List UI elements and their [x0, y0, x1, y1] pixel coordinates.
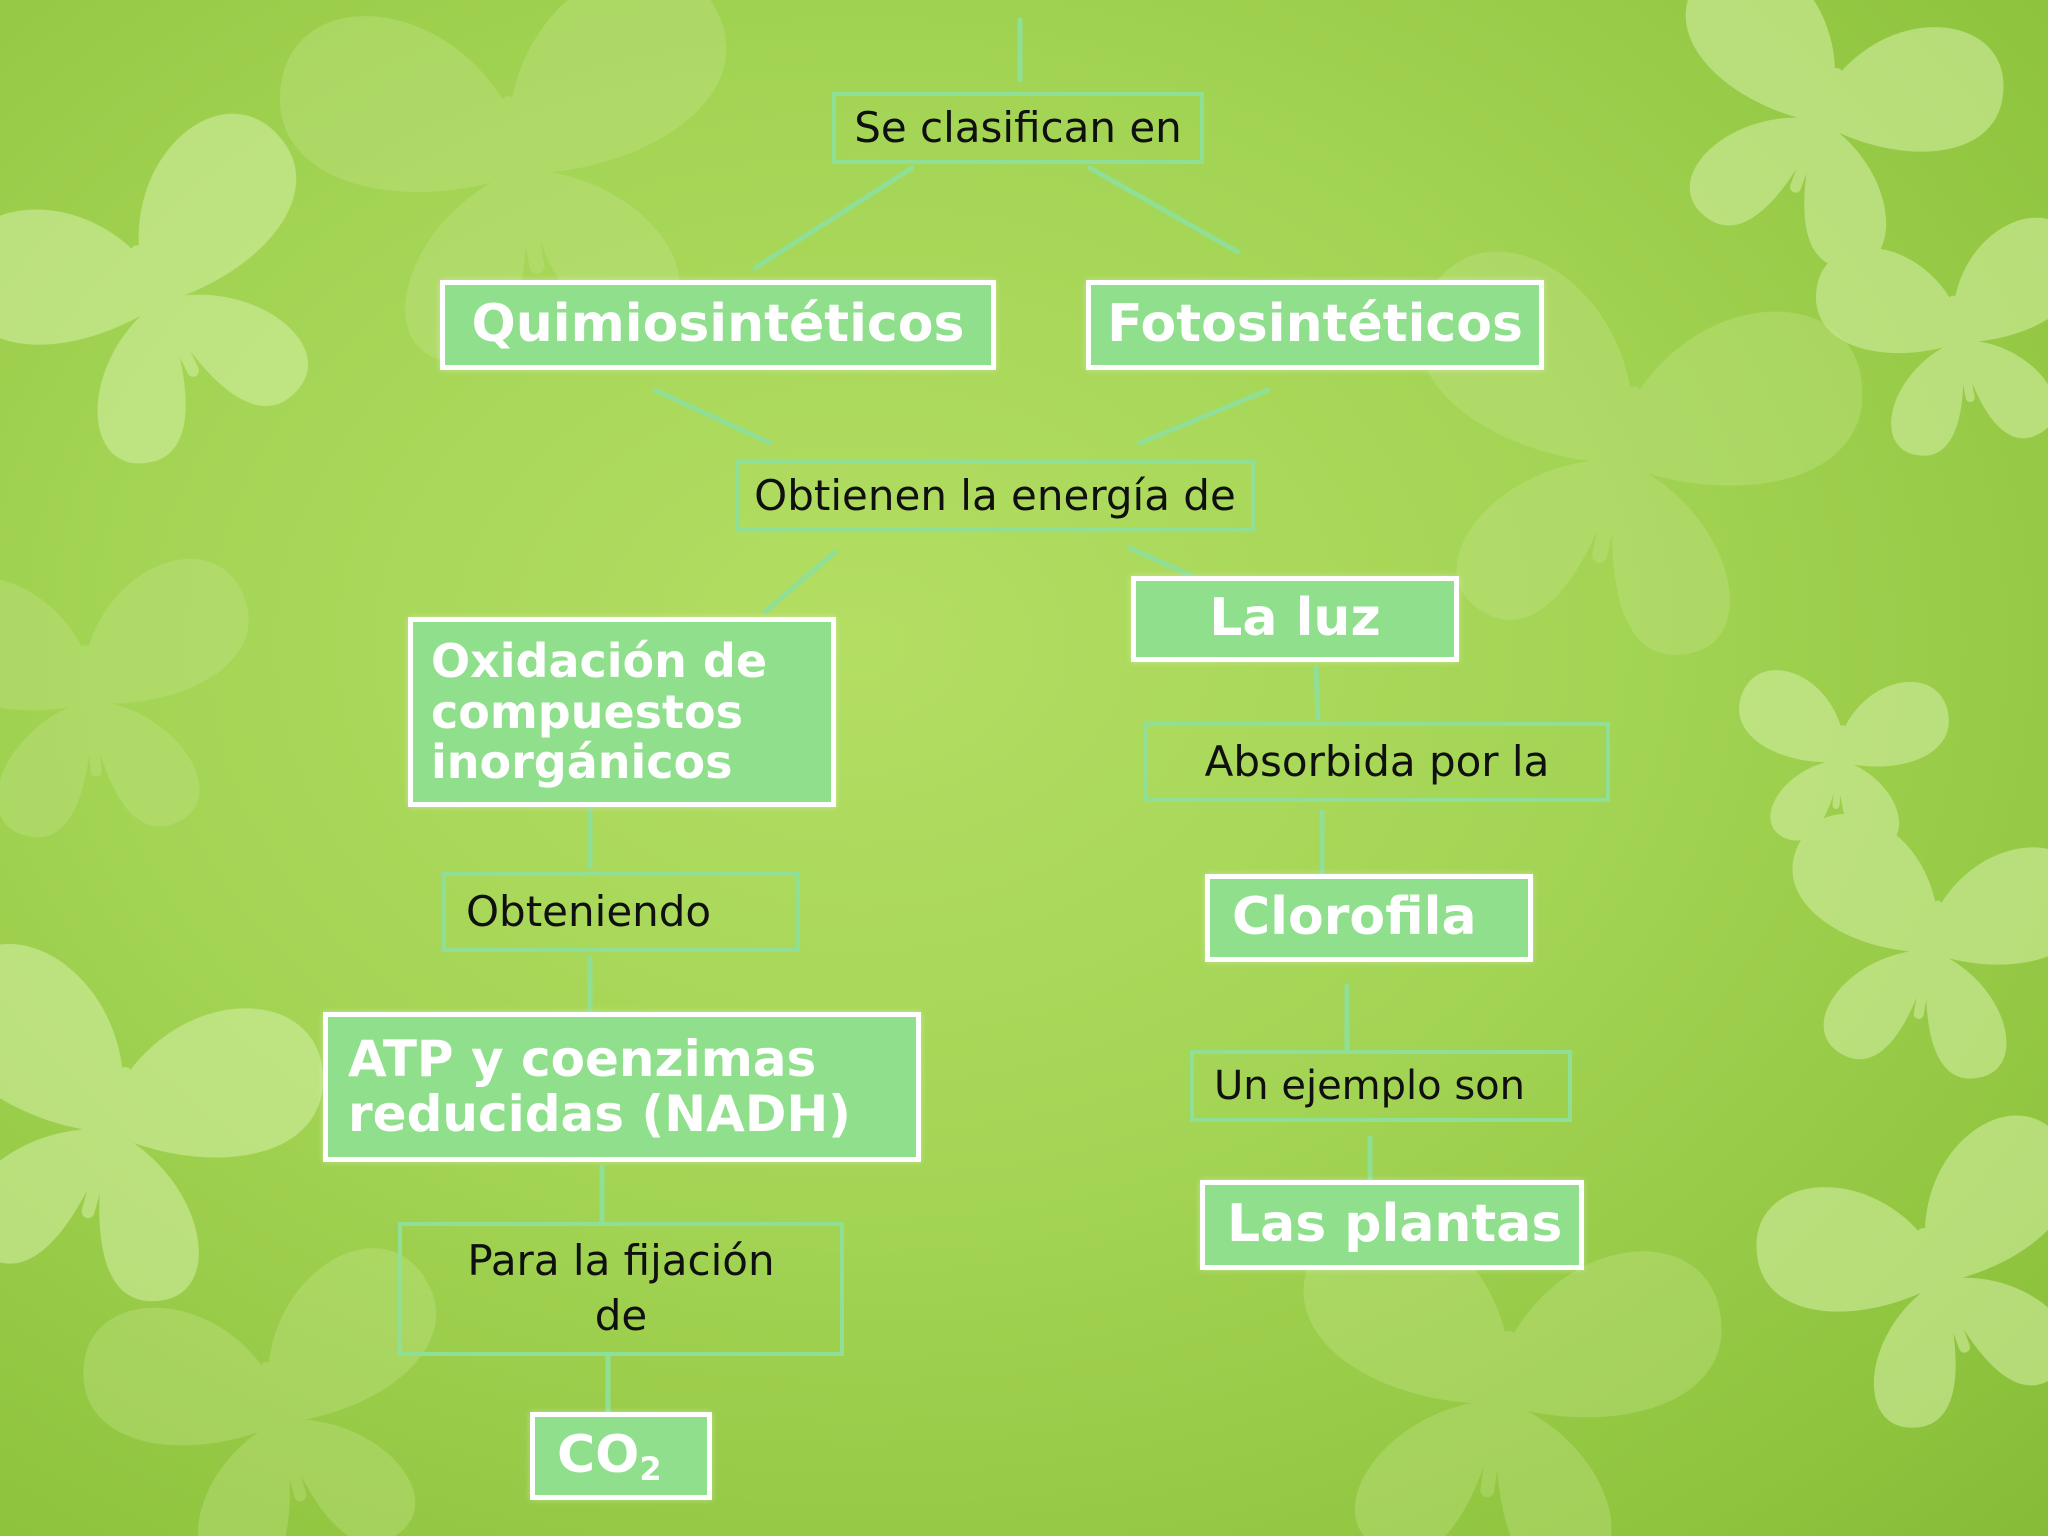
node-se-clasifican: Se clasifican en	[832, 92, 1204, 164]
node-label: Obtienen la energía de	[754, 470, 1236, 520]
node-oxidacion: Oxidación de compuestos inorgánicos	[408, 617, 836, 807]
node-label: Obteniendo	[466, 886, 712, 936]
node-label: ATP y coenzimas reducidas (NADH)	[348, 1030, 852, 1143]
connector	[762, 549, 838, 615]
node-label: La luz	[1209, 588, 1381, 649]
node-label: CO	[557, 1425, 640, 1486]
node-label: Quimiosintéticos	[471, 294, 965, 355]
node-atp: ATP y coenzimas reducidas (NADH)	[323, 1012, 921, 1162]
node-fotosinteticos: Fotosintéticos	[1086, 280, 1544, 370]
node-label: Para la fijación de	[467, 1236, 775, 1340]
node-label: Absorbida por la	[1204, 736, 1550, 786]
node-label: Se clasifican en	[854, 102, 1182, 152]
connector	[652, 387, 773, 446]
node-plantas: Las plantas	[1200, 1180, 1584, 1270]
node-label: Fotosintéticos	[1107, 294, 1523, 355]
connector	[752, 165, 915, 271]
node-absorbida: Absorbida por la	[1144, 722, 1610, 802]
connector	[1137, 387, 1271, 446]
node-la-luz: La luz	[1131, 576, 1459, 662]
connector	[1313, 665, 1321, 721]
node-label: Un ejemplo son	[1214, 1063, 1525, 1109]
co2-subscript: 2	[639, 1450, 662, 1489]
connector	[1127, 545, 1195, 579]
node-obteniendo: Obteniendo	[442, 872, 800, 952]
node-fijacion: Para la fijación de	[398, 1222, 844, 1356]
node-clorofila: Clorofila	[1205, 874, 1533, 962]
node-obtienen-energia: Obtienen la energía de	[735, 460, 1255, 532]
connector	[1087, 165, 1241, 255]
node-ejemplo: Un ejemplo son	[1190, 1050, 1572, 1122]
node-label: Clorofila	[1232, 887, 1477, 948]
node-label: Oxidación de compuestos inorgánicos	[431, 634, 768, 790]
node-quimiosinteticos: Quimiosintéticos	[440, 280, 996, 370]
node-label: Las plantas	[1227, 1194, 1563, 1255]
